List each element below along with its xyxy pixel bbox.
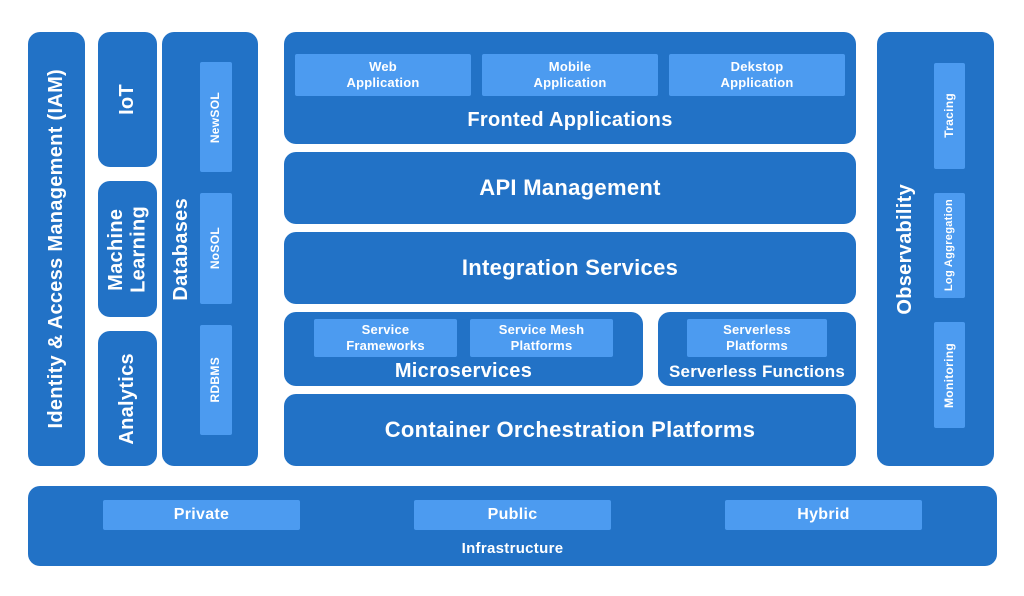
infrastructure-items: Private Public Hybrid: [28, 500, 997, 530]
api-management-box: API Management: [284, 152, 856, 224]
databases-items: NewSOL NoSOL RDBMS: [200, 32, 232, 466]
nosol-box: NoSOL: [200, 193, 232, 304]
observability-label: Observability: [894, 183, 917, 315]
api-management-label: API Management: [479, 175, 661, 200]
analytics-label: Analytics: [116, 352, 139, 445]
serverless-functions-label: Serverless Functions: [669, 361, 845, 381]
infrastructure-label: Infrastructure: [461, 539, 564, 557]
observability-column: Observability Tracing Log Aggregation Mo…: [877, 32, 994, 466]
public-box: Public: [414, 500, 611, 530]
databases-label: Databases: [169, 197, 192, 301]
integration-services-box: Integration Services: [284, 232, 856, 304]
log-aggregation-box: Log Aggregation: [934, 192, 965, 299]
container-orchestration-label: Container Orchestration Platforms: [384, 417, 756, 442]
container-orchestration-box: Container Orchestration Platforms: [284, 394, 856, 466]
hybrid-box: Hybrid: [725, 500, 922, 530]
iot-label: IoT: [116, 84, 139, 116]
private-box: Private: [103, 500, 300, 530]
analytics-box: Analytics: [98, 330, 157, 466]
databases-column: Databases NewSOL NoSOL RDBMS: [162, 32, 258, 466]
nosol-label: NoSOL: [208, 227, 223, 270]
observability-items: Tracing Log Aggregation Monitoring: [934, 32, 965, 466]
monitoring-box: Monitoring: [934, 322, 965, 429]
frontend-applications-label: Fronted Applications: [467, 108, 673, 131]
tracing-label: Tracing: [941, 93, 956, 139]
infrastructure-bar: Private Public Hybrid Infrastructure: [28, 486, 997, 566]
rdbms-box: RDBMS: [200, 324, 232, 435]
log-aggregation-label: Log Aggregation: [943, 199, 956, 292]
monitoring-label: Monitoring: [941, 342, 956, 408]
newsol-label: NewSOL: [208, 91, 223, 143]
observability-label-area: Observability: [877, 32, 934, 466]
integration-services-label: Integration Services: [461, 255, 679, 280]
microservices-label: Microservices: [394, 360, 533, 382]
databases-label-area: Databases: [162, 32, 200, 466]
newsol-box: NewSOL: [200, 62, 232, 173]
rdbms-label: RDBMS: [208, 357, 223, 403]
iam-label: Identity & Access Management (IAM): [45, 69, 68, 429]
iot-box: IoT: [98, 32, 157, 168]
iam-column: Identity & Access Management (IAM): [28, 32, 85, 466]
tracing-box: Tracing: [934, 63, 965, 169]
